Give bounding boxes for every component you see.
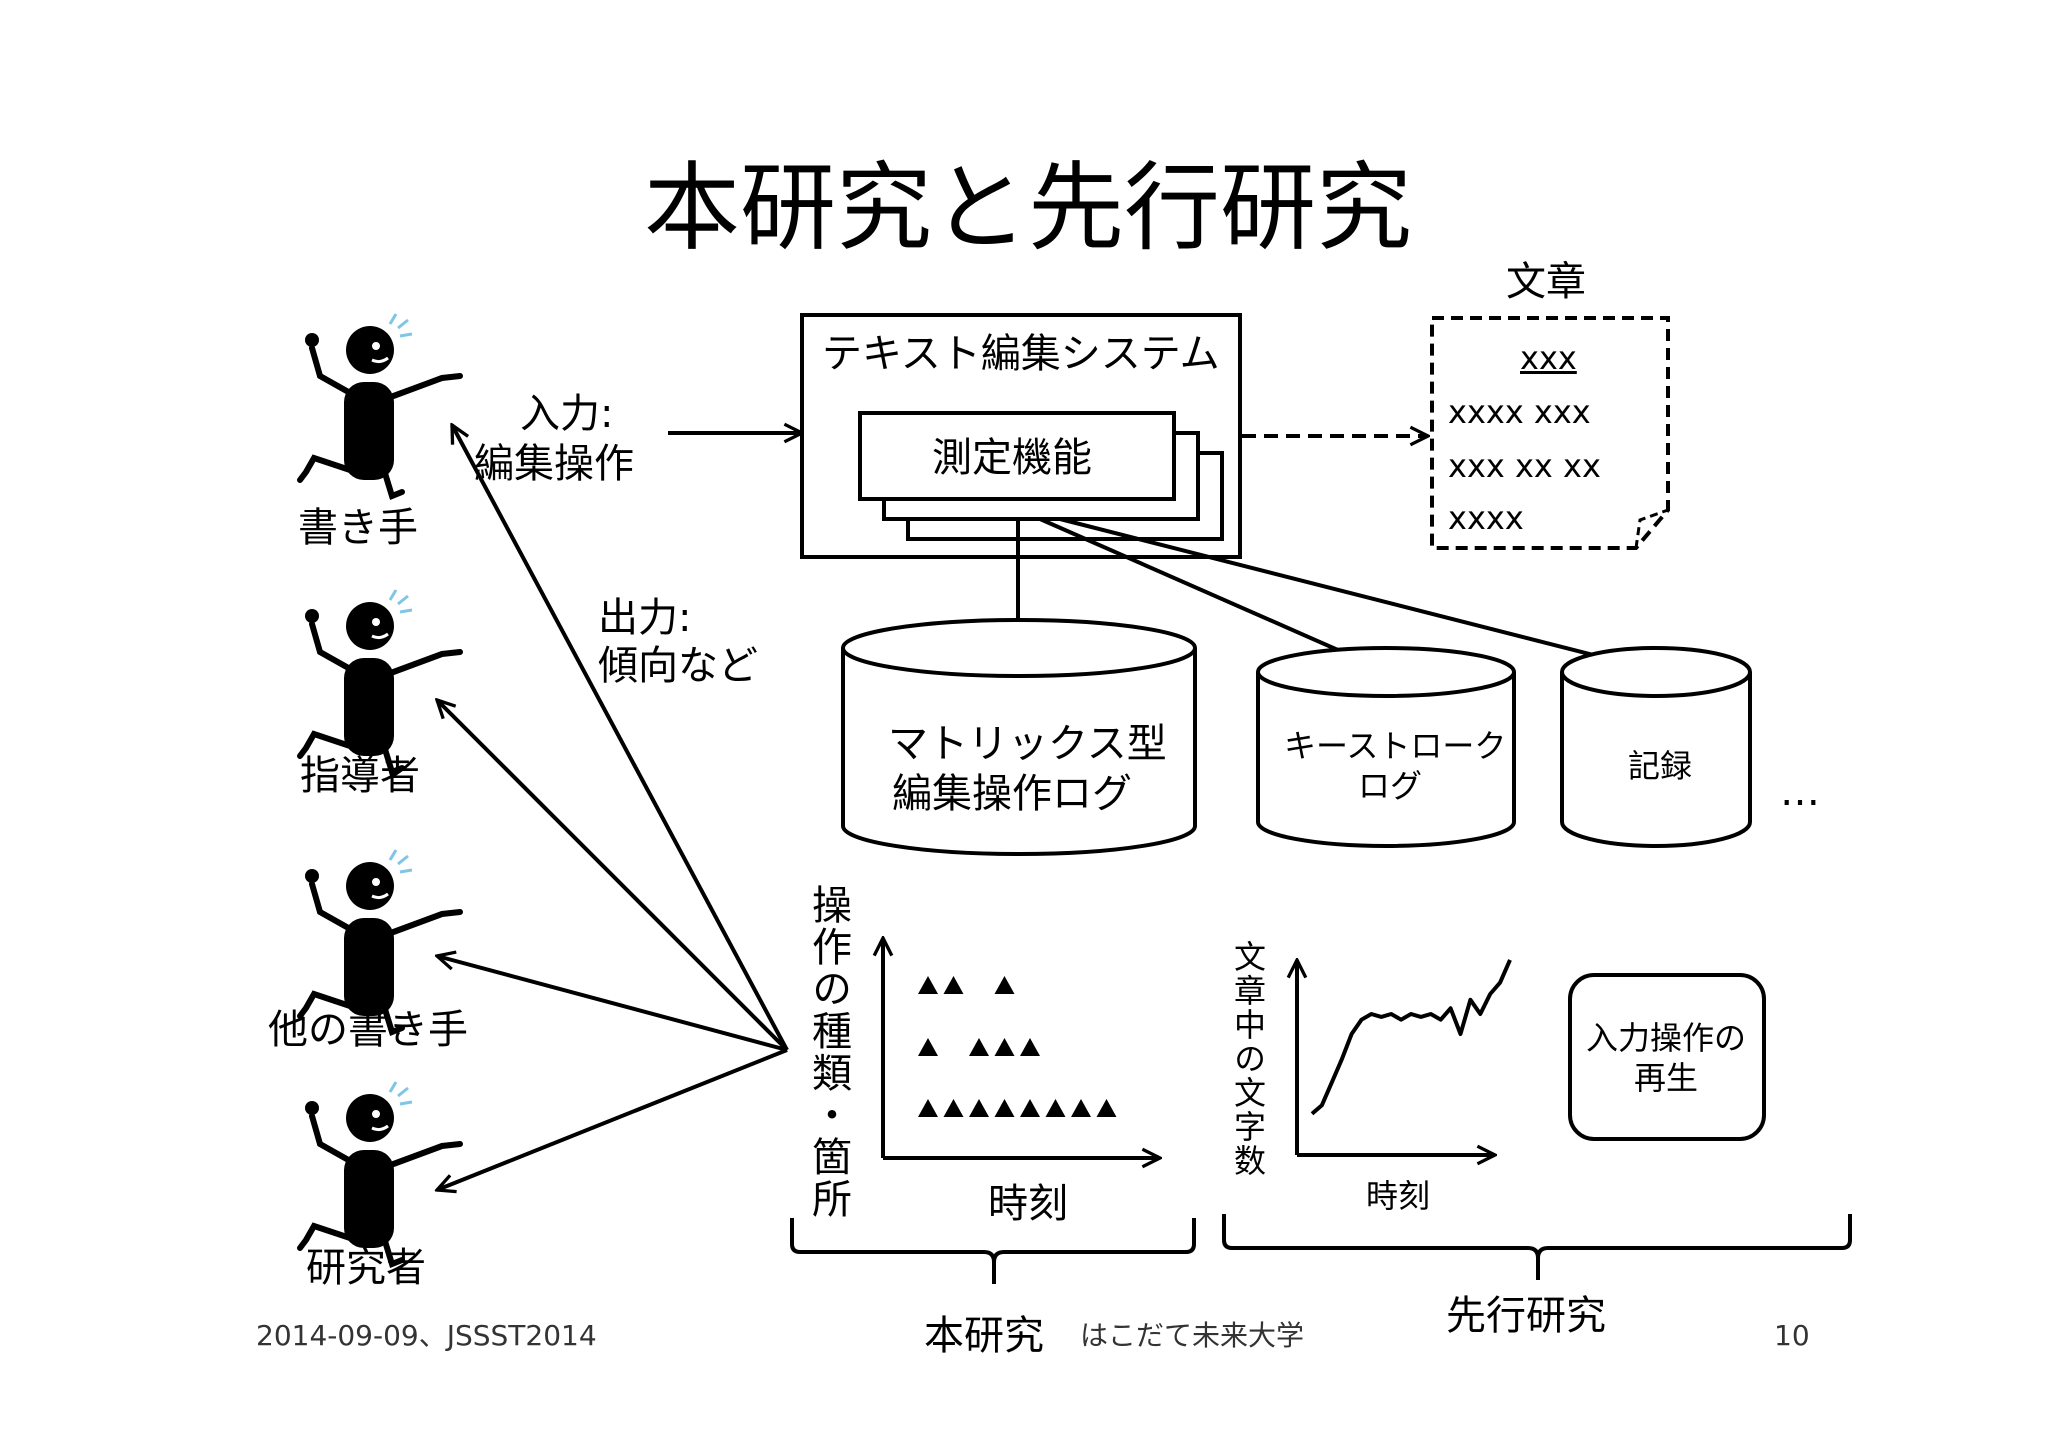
brace-main [790,1218,1196,1284]
triangle-marker [969,1099,989,1117]
actors-figures [297,313,463,1268]
document-line-4: xxxx [1448,499,1524,537]
triangle-marker [994,1038,1015,1056]
database-2 [1256,646,1516,848]
prior-chart-ylabel: 文章中の文字数 [1229,940,1267,1178]
db-matrix-line1: マトリックス型 [888,721,1167,767]
triangle-marker [918,976,938,994]
triangle-marker [918,1038,938,1056]
replay-box [1568,973,1766,1141]
triangle-marker [1096,1099,1117,1117]
brace-prior [1222,1214,1852,1280]
actor-figure-4 [297,1081,463,1268]
document-shape [1430,316,1670,550]
replay-line2: 再生 [1634,1059,1699,1097]
page-title: 本研究と先行研究 [644,152,1412,264]
module-label: 測定機能 [932,435,1092,481]
footer-page: 10 [1774,1319,1810,1352]
main-chart-ylabel: 操作の種類・箇所 [805,884,851,1220]
prior-chart-line [1310,959,1512,1116]
actor-label-other-writer: 他の書き手 [268,1007,468,1053]
document-title: 文章 [1506,259,1586,305]
prior-chart-xlabel: 時刻 [1366,1177,1431,1215]
databases [841,618,1752,856]
input-label-line2: 編集操作 [474,441,634,487]
triangle-marker [994,1099,1015,1117]
actor-figure-1 [297,313,463,500]
document-line-3: xxx xx xx [1448,447,1601,485]
ellipsis: … [1780,769,1820,815]
triangle-marker [943,1099,964,1117]
triangle-marker [1020,1099,1040,1117]
system-title: テキスト編集システム [822,331,1220,377]
document-line-2: xxxx xxx [1448,393,1591,431]
brace-label-main: 本研究 [924,1313,1044,1359]
db-arrow-record [1059,517,1660,672]
brace-label-prior: 先行研究 [1446,1293,1606,1339]
output-arrow-researcher [437,1048,788,1190]
db-arrow-keystroke [1039,517,1388,672]
actor-figure-2 [297,589,463,776]
triangle-marker [1071,1099,1091,1117]
triangle-marker [994,976,1015,994]
module-box [858,411,1176,501]
actor-label-writer: 書き手 [298,505,418,551]
actor-label-advisor: 指導者 [300,753,420,799]
footer-date: 2014-09-09、JSSST2014 [256,1319,597,1352]
input-label-line1: 入力: [520,391,614,437]
triangle-marker [969,1038,989,1056]
actor-label-researcher: 研究者 [306,1245,426,1291]
db-keystroke-line2: ログ [1358,767,1423,805]
db-matrix-line2: 編集操作ログ [892,771,1132,817]
document-line-1: xxx [1520,339,1577,377]
db-keystroke-line1: キーストローク [1284,727,1507,765]
main-chart-xlabel: 時刻 [988,1181,1068,1227]
output-arrow-advisor [437,700,789,1052]
db-record-line1: 記録 [1628,747,1693,785]
database-3 [1560,646,1752,848]
output-arrow-other-writer [437,956,788,1052]
actor-figure-3 [297,849,463,1036]
output-arrow-writer [450,425,789,1051]
triangle-marker [943,976,964,994]
database-1 [841,618,1197,856]
footer-org: はこだて未来大学 [1080,1319,1305,1352]
main-chart-marks [918,976,1117,1117]
triangle-marker [918,1099,938,1117]
output-label-line2: 傾向など [598,643,758,689]
output-label-line1: 出力: [598,595,692,641]
document-fold [1634,508,1669,549]
triangle-marker [1045,1099,1066,1117]
replay-line1: 入力操作の [1586,1019,1747,1057]
triangle-marker [1020,1038,1040,1056]
